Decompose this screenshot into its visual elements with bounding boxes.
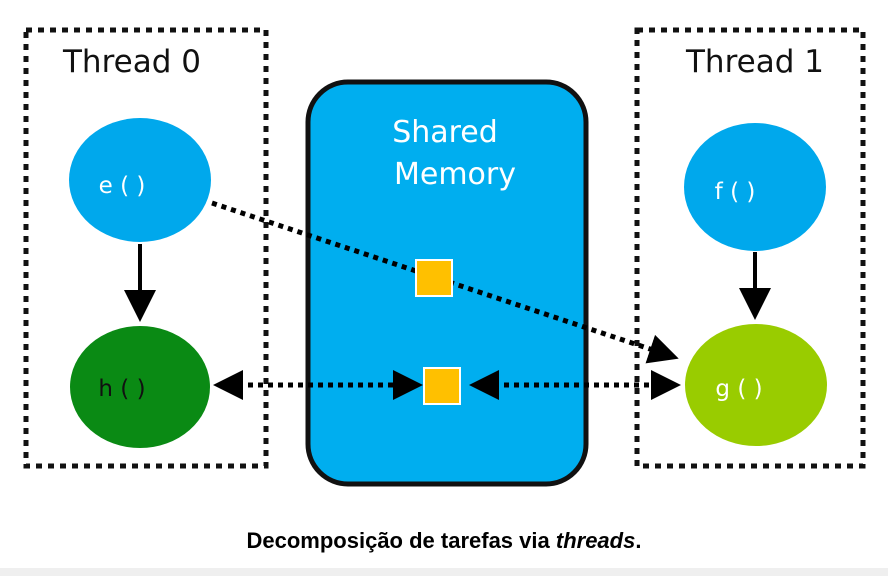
node-e-label: e ( ) xyxy=(99,173,146,199)
node-g: g ( ) xyxy=(685,324,827,446)
node-f-label: f ( ) xyxy=(715,179,756,205)
thread-1-label: Thread 1 xyxy=(685,44,824,80)
node-e: e ( ) xyxy=(69,118,211,242)
caption-main: Decomposição de tarefas via xyxy=(246,528,550,553)
node-g-label: g ( ) xyxy=(715,376,762,402)
caption-emphasis: threads xyxy=(555,528,636,553)
memory-cell-upper xyxy=(415,259,453,297)
figure-caption: Decomposição de tarefas via threads. xyxy=(0,528,888,554)
node-f: f ( ) xyxy=(684,123,826,251)
shared-memory-label-line1: Shared xyxy=(392,115,498,150)
task-decomposition-diagram: Thread 0 Thread 1 Shared Memory e ( ) h … xyxy=(23,27,866,487)
thread-0-box: Thread 0 xyxy=(23,27,269,469)
memory-cell-lower xyxy=(423,367,461,405)
shared-memory-label-line2: Memory xyxy=(394,157,516,192)
thread-0-label: Thread 0 xyxy=(62,44,201,80)
caption-end: . xyxy=(635,528,642,553)
bottom-scroll-bar xyxy=(0,568,888,576)
node-h: h ( ) xyxy=(70,326,210,448)
node-h-label: h ( ) xyxy=(98,376,145,402)
thread-1-box: Thread 1 xyxy=(634,27,866,469)
